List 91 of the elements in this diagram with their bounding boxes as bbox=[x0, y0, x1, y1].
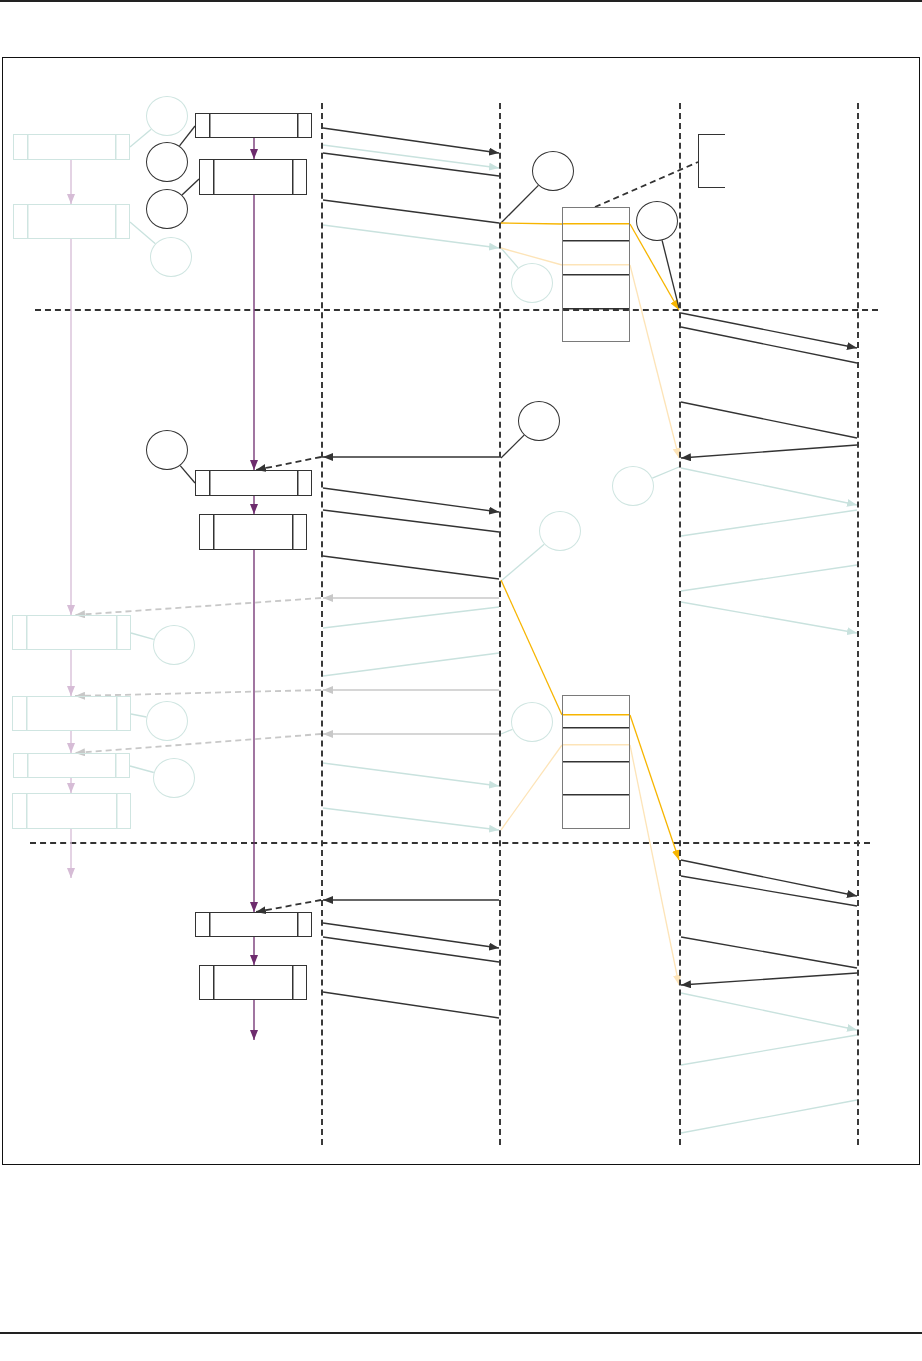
lifeline bbox=[321, 103, 323, 1145]
process-box bbox=[13, 753, 130, 778]
leader-line bbox=[178, 125, 196, 147]
arrow bbox=[67, 828, 75, 879]
connector-line bbox=[322, 936, 500, 963]
leader-line bbox=[500, 434, 525, 459]
bracket bbox=[698, 134, 725, 188]
arrow bbox=[629, 223, 680, 311]
connector-line bbox=[322, 555, 500, 580]
arrow bbox=[322, 896, 500, 904]
arrow bbox=[322, 224, 500, 251]
arrow bbox=[322, 453, 500, 461]
arrow bbox=[250, 194, 258, 471]
connector-line bbox=[680, 1099, 858, 1134]
arrow bbox=[680, 992, 858, 1032]
connector-line bbox=[680, 564, 858, 592]
leader-line bbox=[651, 466, 680, 479]
arrow bbox=[250, 549, 258, 913]
arrow bbox=[67, 730, 75, 754]
leader-line bbox=[500, 543, 545, 582]
arrow bbox=[322, 487, 500, 515]
leader-line bbox=[181, 178, 200, 196]
leader-line bbox=[129, 765, 155, 774]
lifeline bbox=[857, 103, 859, 1145]
leader-line bbox=[179, 464, 196, 484]
arrow bbox=[629, 714, 680, 861]
leader-line bbox=[661, 239, 680, 309]
arrow bbox=[680, 444, 858, 462]
connector-line bbox=[680, 875, 858, 907]
arrow bbox=[322, 127, 500, 156]
process-box bbox=[13, 134, 130, 160]
process-box bbox=[195, 113, 312, 138]
connector-line bbox=[322, 991, 500, 1019]
process-box bbox=[199, 159, 307, 195]
lifeline bbox=[679, 103, 681, 1145]
connector-line bbox=[680, 936, 858, 969]
arrow bbox=[322, 922, 500, 951]
buffer-stack bbox=[562, 695, 630, 829]
arrow bbox=[250, 137, 258, 160]
process-box bbox=[13, 204, 130, 239]
leader-line bbox=[130, 713, 148, 718]
process-box bbox=[12, 615, 131, 650]
arrow bbox=[67, 159, 75, 205]
arrow bbox=[680, 312, 858, 350]
arrow bbox=[322, 144, 500, 171]
arrow bbox=[322, 686, 500, 694]
arrow bbox=[67, 649, 75, 697]
connector-line bbox=[322, 509, 500, 533]
leader-line bbox=[500, 184, 540, 224]
connector-line bbox=[500, 247, 563, 266]
dashed-arrow bbox=[255, 456, 322, 472]
connector-line bbox=[680, 326, 858, 364]
connector-line bbox=[680, 401, 858, 439]
process-box bbox=[12, 793, 131, 829]
dashed-line bbox=[594, 161, 699, 208]
arrow bbox=[680, 972, 858, 989]
arrow bbox=[629, 744, 681, 986]
connector-line bbox=[680, 509, 858, 537]
leader-line bbox=[129, 221, 157, 245]
process-box bbox=[12, 696, 131, 731]
leader-line bbox=[500, 728, 514, 735]
connector-line bbox=[322, 652, 500, 677]
arrow bbox=[680, 601, 858, 636]
process-box bbox=[199, 514, 307, 550]
arrow bbox=[250, 936, 258, 966]
leader-line bbox=[129, 128, 152, 148]
arrow bbox=[67, 777, 75, 794]
connector-line bbox=[500, 222, 563, 225]
arrow bbox=[680, 467, 858, 507]
arrow bbox=[322, 762, 500, 789]
process-box bbox=[195, 470, 312, 496]
connector-line bbox=[322, 152, 500, 177]
arrow bbox=[629, 264, 681, 459]
process-box bbox=[199, 965, 307, 1000]
process-box bbox=[195, 912, 312, 937]
arrow bbox=[322, 730, 500, 738]
connector-line bbox=[680, 1034, 858, 1066]
arrow bbox=[680, 859, 858, 898]
arrow bbox=[250, 999, 258, 1041]
leader-line bbox=[130, 632, 155, 641]
leader-line bbox=[500, 247, 519, 269]
buffer-stack bbox=[562, 207, 630, 342]
connector-line bbox=[500, 579, 563, 716]
lifeline bbox=[499, 103, 501, 1145]
arrow bbox=[322, 594, 500, 602]
connector-line bbox=[322, 606, 500, 629]
arrow bbox=[322, 807, 500, 833]
connector-line bbox=[322, 199, 500, 224]
arrow bbox=[67, 238, 75, 616]
arrow bbox=[250, 495, 258, 515]
connector-line bbox=[500, 744, 563, 831]
